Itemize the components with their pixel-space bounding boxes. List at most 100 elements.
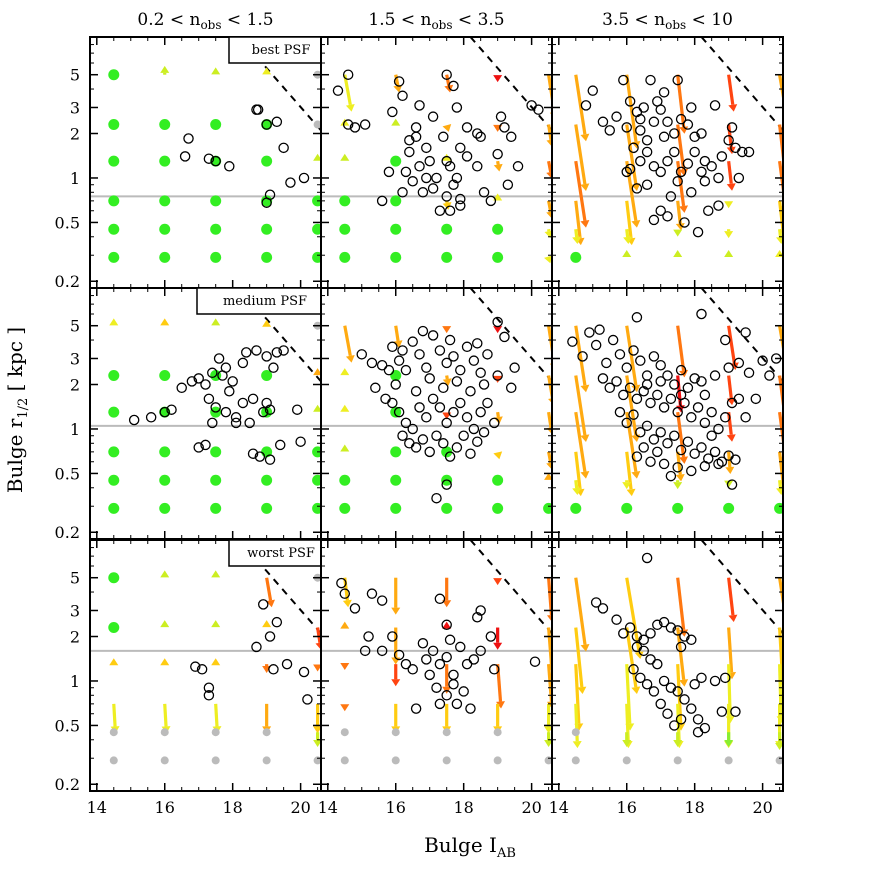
bias-arrow-head bbox=[546, 171, 552, 179]
galaxy-point bbox=[261, 197, 272, 208]
grid-point-recovered bbox=[159, 502, 171, 514]
galaxy-point bbox=[268, 664, 279, 675]
galaxy-point bbox=[444, 334, 456, 346]
galaxy-point bbox=[349, 122, 361, 133]
galaxy-point bbox=[441, 619, 452, 631]
bias-arrow-head bbox=[784, 126, 793, 134]
galaxy-point bbox=[410, 703, 422, 714]
galaxy-point bbox=[638, 102, 649, 113]
galaxy-point bbox=[638, 634, 649, 646]
bias-arrow bbox=[393, 74, 403, 93]
galaxy-point bbox=[400, 417, 412, 429]
galaxy-point bbox=[641, 135, 653, 146]
bias-arrow-shaft bbox=[625, 160, 638, 221]
grid-point-recovered bbox=[159, 223, 171, 235]
bias-arrow bbox=[343, 325, 355, 363]
galaxy-point bbox=[271, 616, 283, 628]
galaxy-point bbox=[366, 357, 378, 369]
galaxy-point bbox=[499, 122, 510, 133]
galaxy-point bbox=[713, 423, 724, 435]
bias-arrow-shaft bbox=[496, 160, 500, 165]
galaxy-point bbox=[387, 397, 398, 409]
galaxy-point bbox=[472, 161, 483, 172]
bias-arrow bbox=[211, 658, 221, 666]
bias-arrow-shaft bbox=[496, 411, 500, 418]
galaxy-point bbox=[281, 658, 293, 670]
bias-arrow bbox=[574, 577, 590, 652]
bias-arrow bbox=[546, 577, 552, 623]
bias-arrow bbox=[340, 444, 350, 452]
bias-arrow-shaft bbox=[625, 124, 638, 185]
bias-arrow-shaft bbox=[574, 627, 584, 688]
galaxy-point bbox=[183, 133, 194, 144]
galaxy-point bbox=[455, 200, 466, 211]
bias-arrow-shaft bbox=[547, 627, 552, 665]
galaxy-point bbox=[628, 664, 639, 675]
galaxy-point bbox=[366, 588, 378, 599]
galaxy-point bbox=[455, 641, 466, 653]
grid-point-recovered bbox=[390, 502, 402, 514]
galaxy-point bbox=[631, 183, 643, 194]
galaxy-point bbox=[665, 393, 677, 405]
bias-arrow bbox=[442, 577, 452, 608]
bias-arrow-shaft bbox=[727, 627, 734, 673]
galaxy-point bbox=[376, 195, 388, 207]
galaxy-point bbox=[434, 402, 446, 413]
bias-arrow bbox=[109, 658, 119, 666]
grid-point-unrecovered bbox=[340, 728, 349, 737]
galaxy-point bbox=[421, 654, 432, 665]
galaxy-point bbox=[709, 675, 721, 687]
galaxy-point bbox=[431, 172, 442, 184]
bias-arrow bbox=[625, 160, 641, 228]
bias-arrow bbox=[544, 732, 552, 747]
bias-arrow-head bbox=[546, 427, 552, 435]
grid-point-unrecovered bbox=[262, 756, 271, 765]
bias-arrow-head bbox=[493, 326, 503, 334]
galaxy-point bbox=[604, 125, 616, 136]
galaxy-point bbox=[166, 404, 177, 415]
galaxy-point bbox=[387, 341, 398, 353]
bias-arrow-shaft bbox=[316, 627, 321, 644]
galaxy-point bbox=[679, 694, 690, 705]
galaxy-point bbox=[641, 370, 653, 381]
galaxy-point bbox=[247, 448, 259, 459]
bias-arrow bbox=[313, 732, 321, 747]
galaxy-point bbox=[424, 669, 435, 681]
bias-arrow-shaft bbox=[727, 325, 736, 364]
galaxy-point bbox=[645, 456, 656, 468]
galaxy-point bbox=[455, 142, 466, 154]
bias-arrow bbox=[544, 255, 552, 264]
bias-arrow-shaft bbox=[625, 325, 638, 386]
galaxy-point bbox=[641, 179, 653, 190]
bias-arrow bbox=[625, 411, 641, 479]
bias-arrow-head bbox=[726, 183, 736, 191]
galaxy-point bbox=[686, 465, 697, 477]
y-axis-title: Bulge r1/2 [ kpc ] bbox=[3, 327, 31, 493]
galaxy-point bbox=[200, 439, 211, 451]
bias-arrow bbox=[622, 250, 632, 258]
x-tick-label: 14 bbox=[87, 798, 107, 817]
grid-point-recovered bbox=[339, 223, 351, 235]
galaxy-point bbox=[465, 448, 476, 459]
grid-point-recovered bbox=[441, 223, 453, 235]
galaxy-point bbox=[641, 379, 653, 390]
y-tick-label: 3 bbox=[70, 98, 80, 117]
galaxy-point bbox=[472, 611, 483, 623]
bias-arrow-head bbox=[679, 629, 689, 637]
grid-point-recovered bbox=[390, 474, 402, 486]
bias-arrow-head bbox=[262, 319, 272, 327]
bias-arrow-head bbox=[784, 377, 793, 385]
bias-arrow-shaft bbox=[778, 325, 783, 355]
galaxy-point bbox=[669, 379, 680, 390]
galaxy-point bbox=[696, 672, 707, 684]
galaxy-point bbox=[658, 458, 670, 470]
bias-arrow-head bbox=[391, 118, 401, 126]
grid-point-recovered bbox=[441, 502, 453, 514]
bias-arrow bbox=[574, 124, 590, 192]
galaxy-point bbox=[631, 631, 643, 642]
bias-arrow-shaft bbox=[676, 411, 686, 458]
grid-point-recovered bbox=[159, 474, 171, 486]
bias-arrow-head bbox=[726, 434, 736, 442]
bias-arrow bbox=[625, 325, 641, 393]
galaxy-point bbox=[274, 439, 286, 451]
